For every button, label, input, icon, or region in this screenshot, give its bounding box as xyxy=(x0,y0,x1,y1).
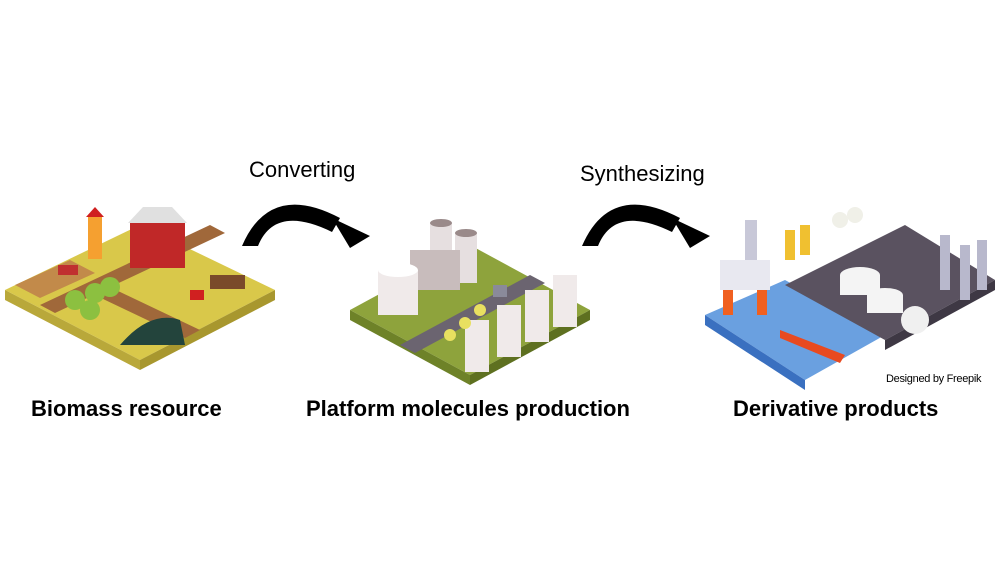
step-label-biomass-resource: Biomass resource xyxy=(31,396,222,421)
credit-text: Designed by Freepik xyxy=(886,373,982,385)
power-plant-illustration xyxy=(350,219,590,385)
step-label-derivative-products: Derivative products xyxy=(733,396,939,421)
arrow-label-synthesizing: Synthesizing xyxy=(580,161,705,186)
arrow-label-converting: Converting xyxy=(249,157,356,182)
curved-arrow-icon xyxy=(242,204,370,248)
refinery-illustration xyxy=(705,207,995,390)
farm-illustration xyxy=(5,207,275,370)
curved-arrow-icon xyxy=(582,204,710,248)
step-label-platform-molecules-production: Platform molecules production xyxy=(306,396,630,421)
